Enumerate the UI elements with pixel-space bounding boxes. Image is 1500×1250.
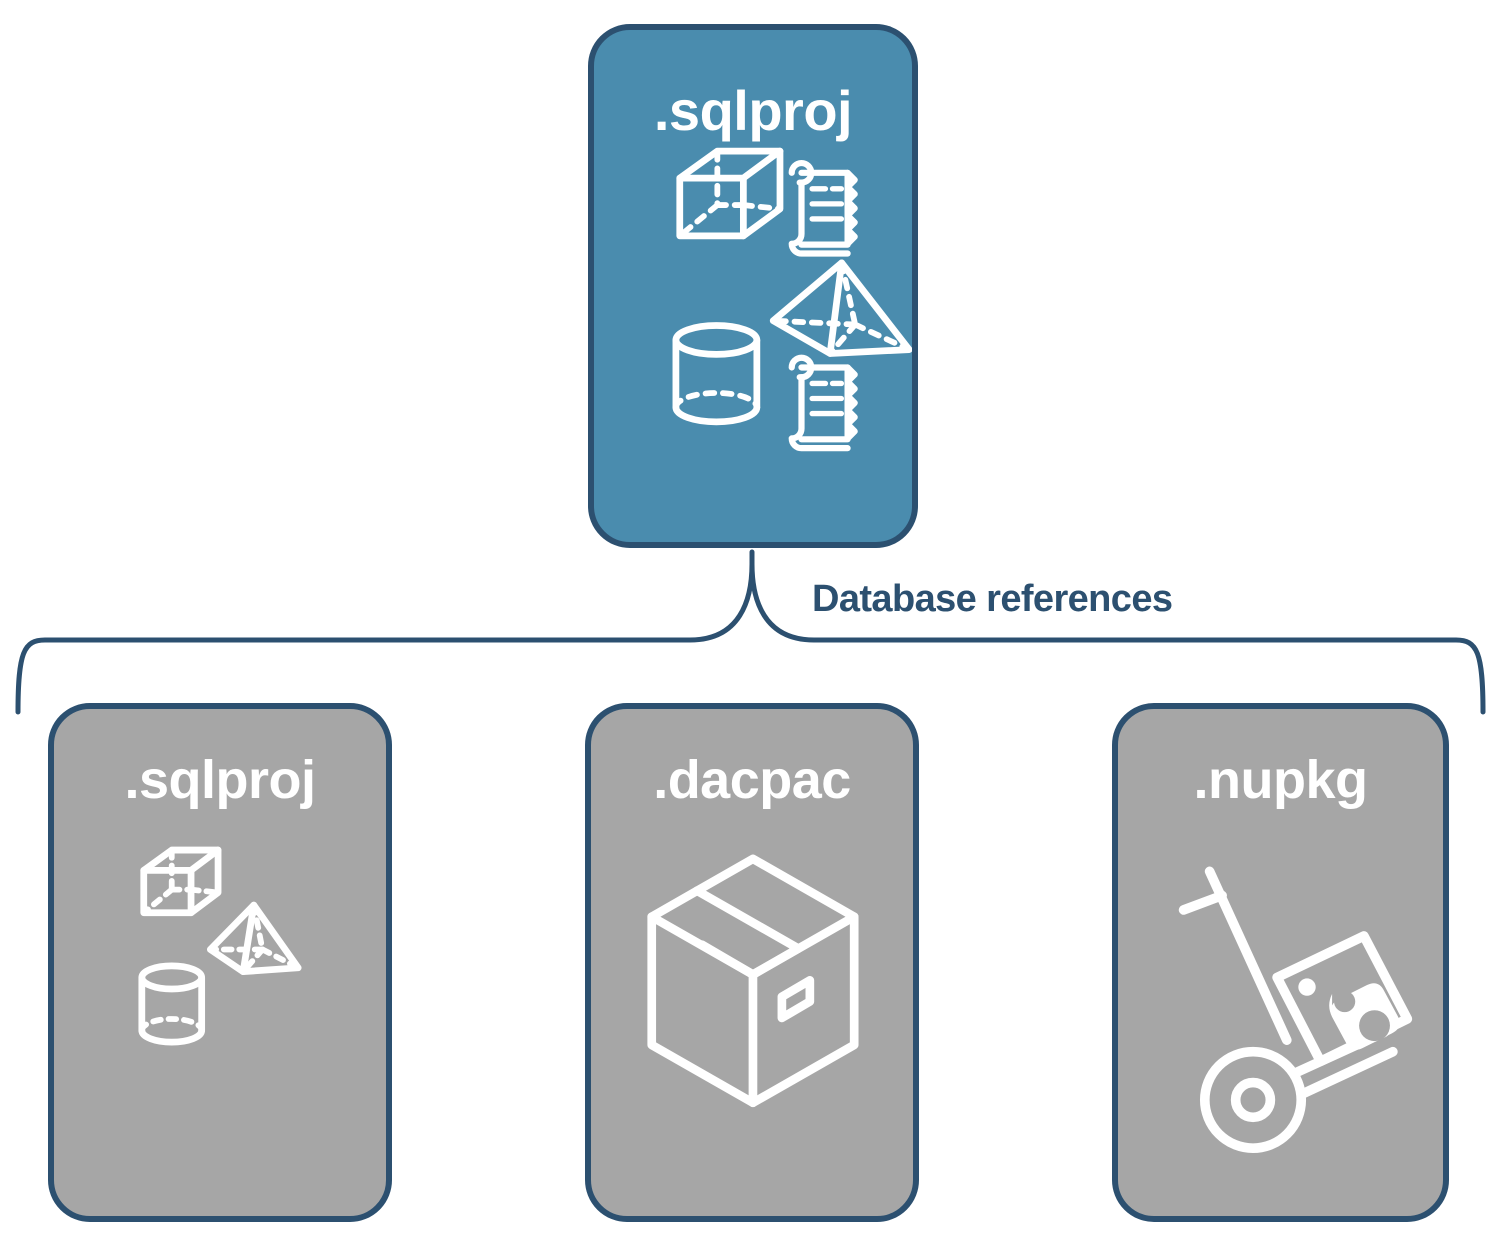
node-card-nupkg[interactable]: .nupkg [1112, 703, 1449, 1222]
nuget-package-holes [1334, 990, 1390, 1042]
cube-icon [676, 147, 784, 240]
cylinder-icon [138, 962, 206, 1046]
brace-connector [15, 549, 1486, 715]
pyramid-icon [769, 259, 912, 357]
scroll-icon [788, 354, 858, 452]
brace-left-arm [15, 561, 755, 715]
package-box-icon [647, 854, 859, 1108]
node-title: .sqlproj [653, 79, 853, 142]
node-title: .sqlproj [124, 750, 316, 810]
node-card-sqlproj-root[interactable]: .sqlproj [588, 24, 918, 548]
nuget-package-icon [1272, 931, 1413, 1067]
node-title: .dacpac [653, 750, 851, 810]
hand-truck-icon [1178, 866, 1398, 1153]
node-card-dacpac[interactable]: .dacpac [585, 703, 919, 1222]
brace-right-arm [749, 561, 1486, 715]
node-title: .nupkg [1193, 750, 1368, 810]
node-card-sqlproj-ref[interactable]: .sqlproj [48, 703, 392, 1222]
brace-label: Database references [812, 578, 1173, 620]
nuget-package-dots [1298, 978, 1400, 1050]
cylinder-icon [672, 322, 761, 426]
cube-icon [140, 846, 222, 917]
scroll-icon [788, 160, 858, 257]
pyramid-icon [206, 901, 302, 976]
